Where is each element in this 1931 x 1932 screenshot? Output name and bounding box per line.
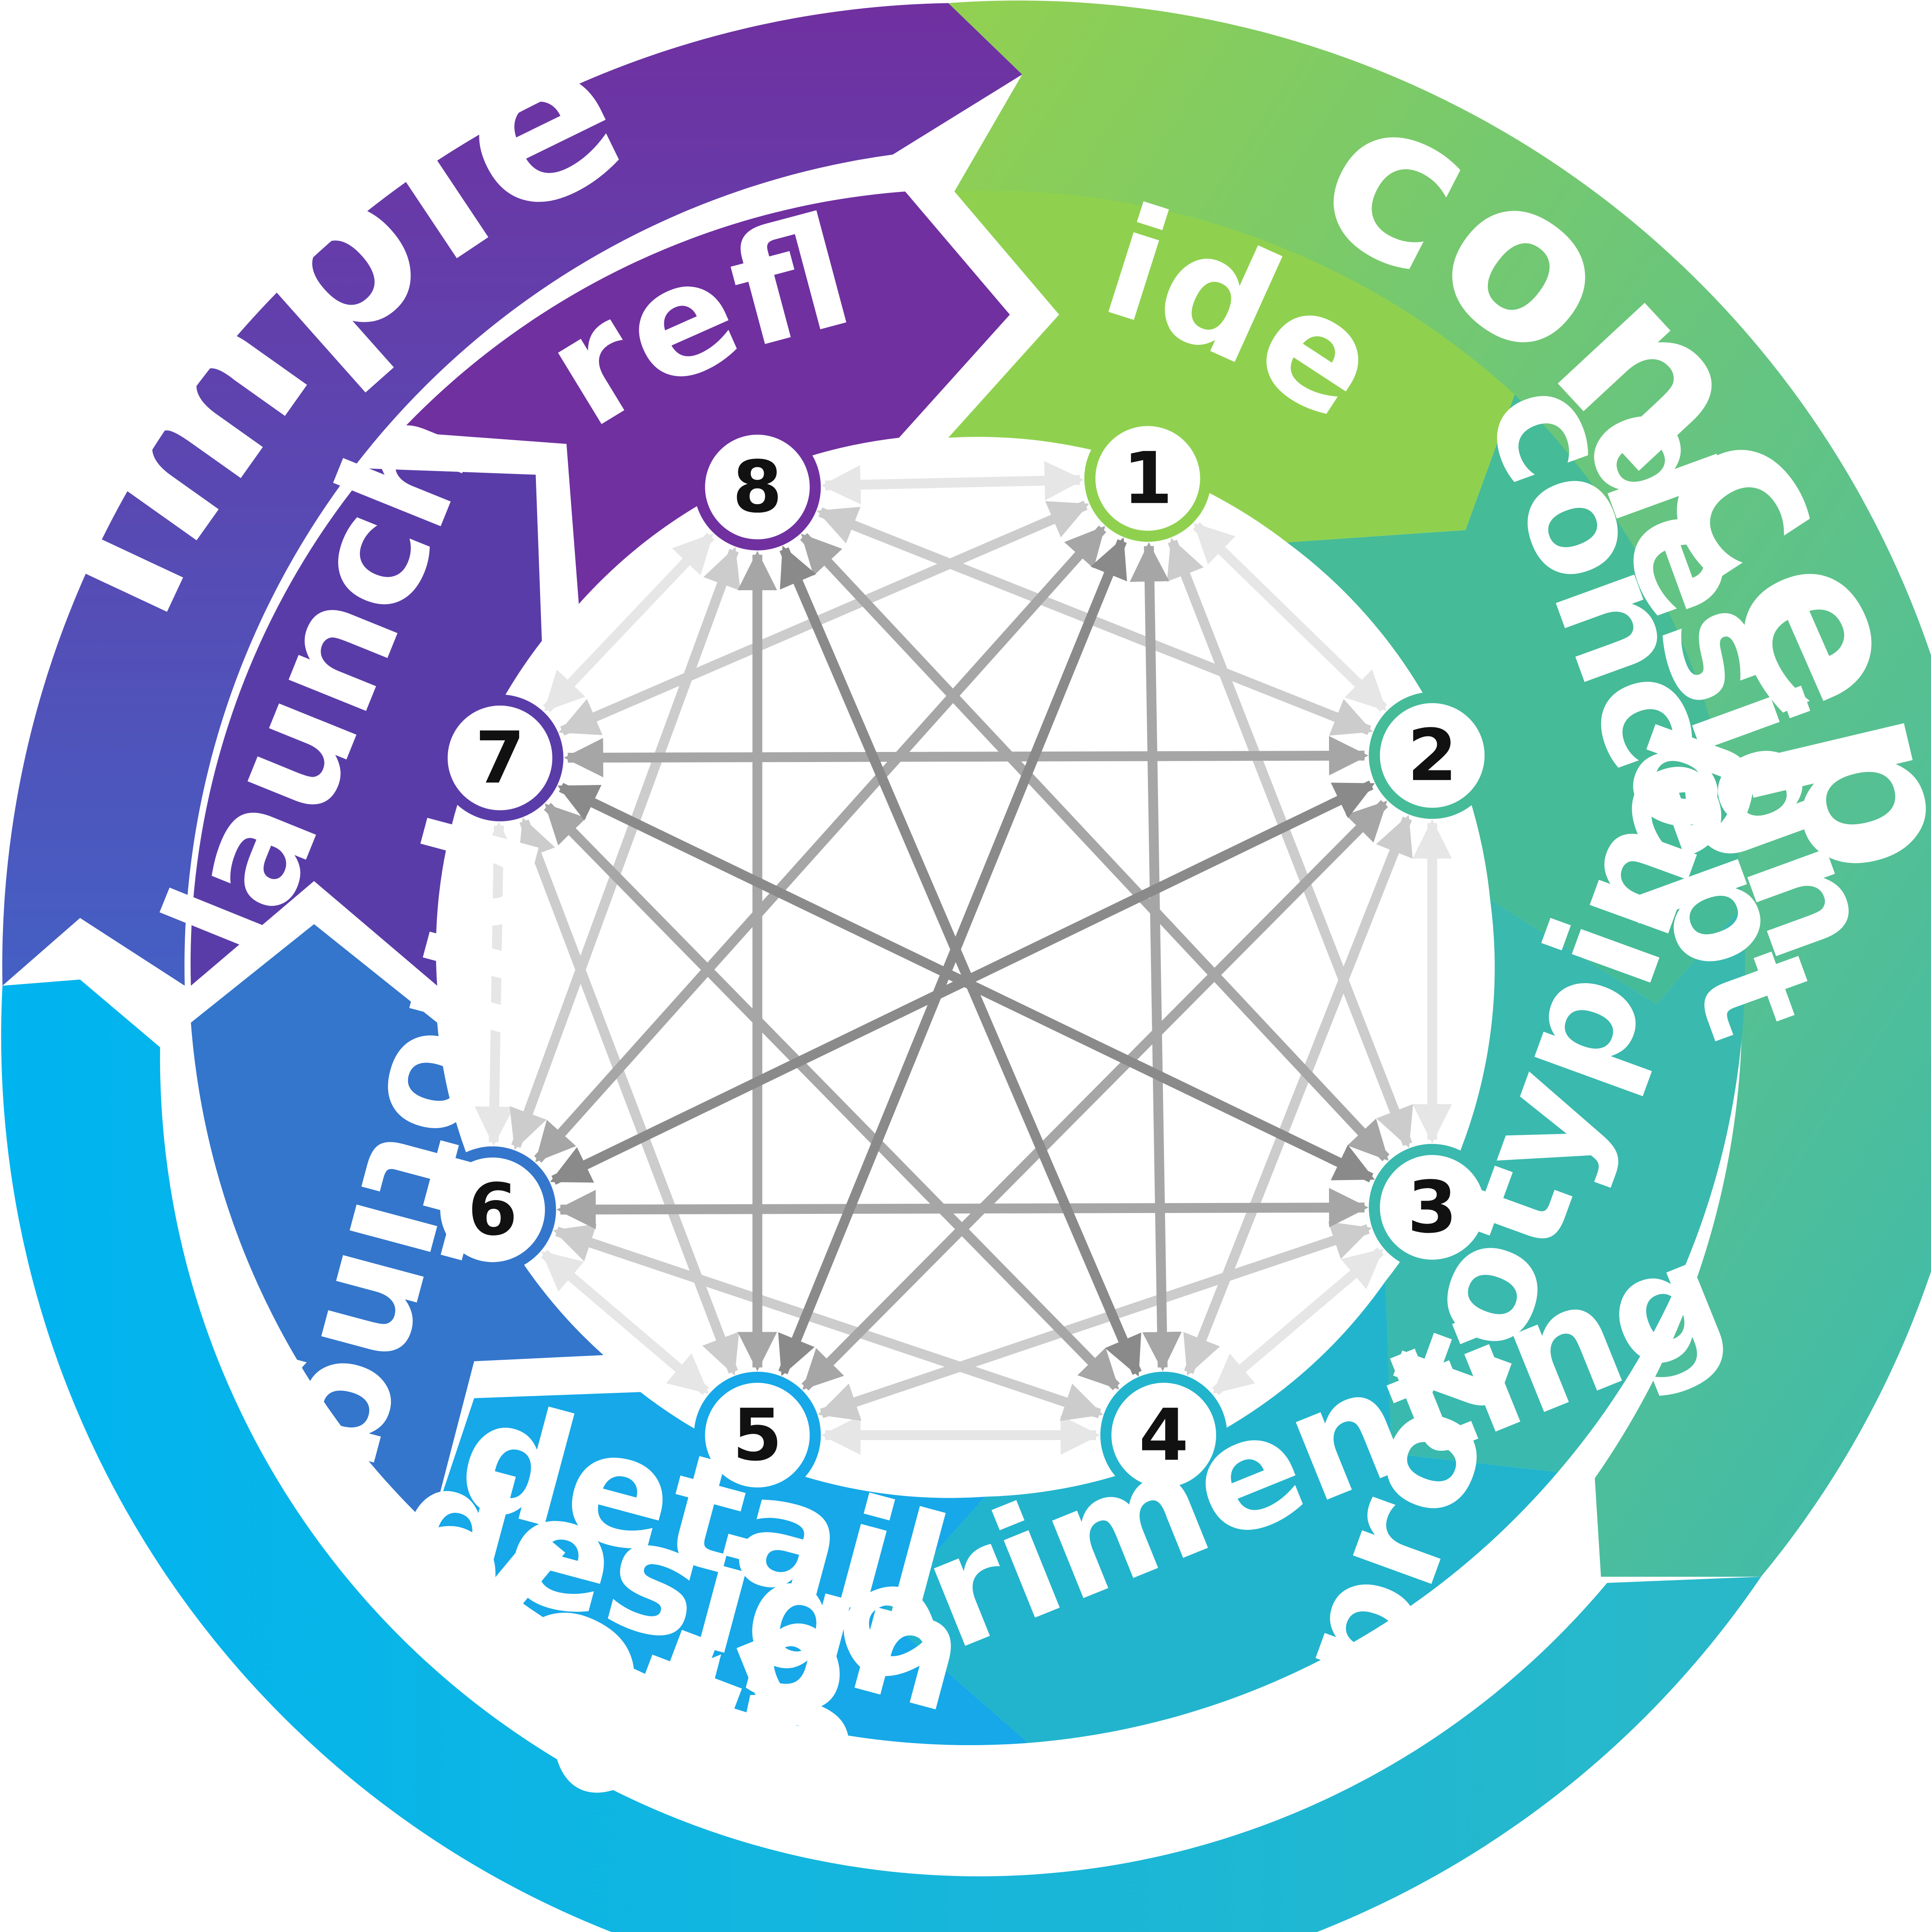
outer-band-detail [1,979,1761,1932]
stage-arrow-reflection [400,191,1010,604]
stage-arrow-ideation [948,191,1515,543]
stage-node-2: 2 [1369,692,1496,819]
stage-node-6: 6 [429,1146,556,1273]
stage-node-circle [429,1146,556,1273]
stage-arrow-piloting [191,924,604,1528]
stage-node-3: 3 [1369,1144,1496,1271]
stage-node-number: 5 [732,1394,782,1477]
stage-arrow-launch [190,468,542,986]
stage-node-circle [694,423,821,551]
stage-node-1: 1 [1084,415,1212,542]
stage-node-number: 1 [1123,437,1173,520]
connection-4-8 [779,545,1142,1377]
stage-node-number: 8 [732,446,782,529]
connection-arrows [474,461,1452,1455]
outer-band-implementation [2,3,1023,986]
connection-1-8 [821,461,1084,505]
stage-arrow-detail-design [431,1392,1028,1746]
stage-node-4: 4 [1100,1371,1227,1499]
stage-node-5: 5 [694,1371,821,1499]
stage-node-number: 6 [468,1168,518,1251]
connection-6-7 [474,821,518,1146]
connection-3-6 [556,1188,1369,1229]
stage-node-circle [1369,692,1496,819]
outer-band-concept [948,0,1931,1577]
stage-node-number: 7 [475,716,525,800]
stage-arrow-prototyping [1385,899,1745,1472]
stage-node-number: 2 [1408,714,1457,797]
stage-node-8: 8 [694,423,821,551]
stage-node-circle [436,694,564,821]
stage-node-7: 7 [436,694,564,821]
stage-node-circle [1084,415,1212,542]
stage-node-circle [1369,1144,1496,1271]
stage-node-number: 3 [1408,1166,1457,1249]
inner-ring [190,191,1745,1746]
connection-2-7 [564,736,1369,777]
stage-node-number: 4 [1139,1394,1189,1477]
stage-nodes: 1 2 3 4 5 6 7 8 [429,415,1496,1499]
stage-node-circle [694,1371,821,1499]
stage-arrow-experimenting [880,1281,1558,1743]
stage-node-circle [1100,1371,1227,1499]
